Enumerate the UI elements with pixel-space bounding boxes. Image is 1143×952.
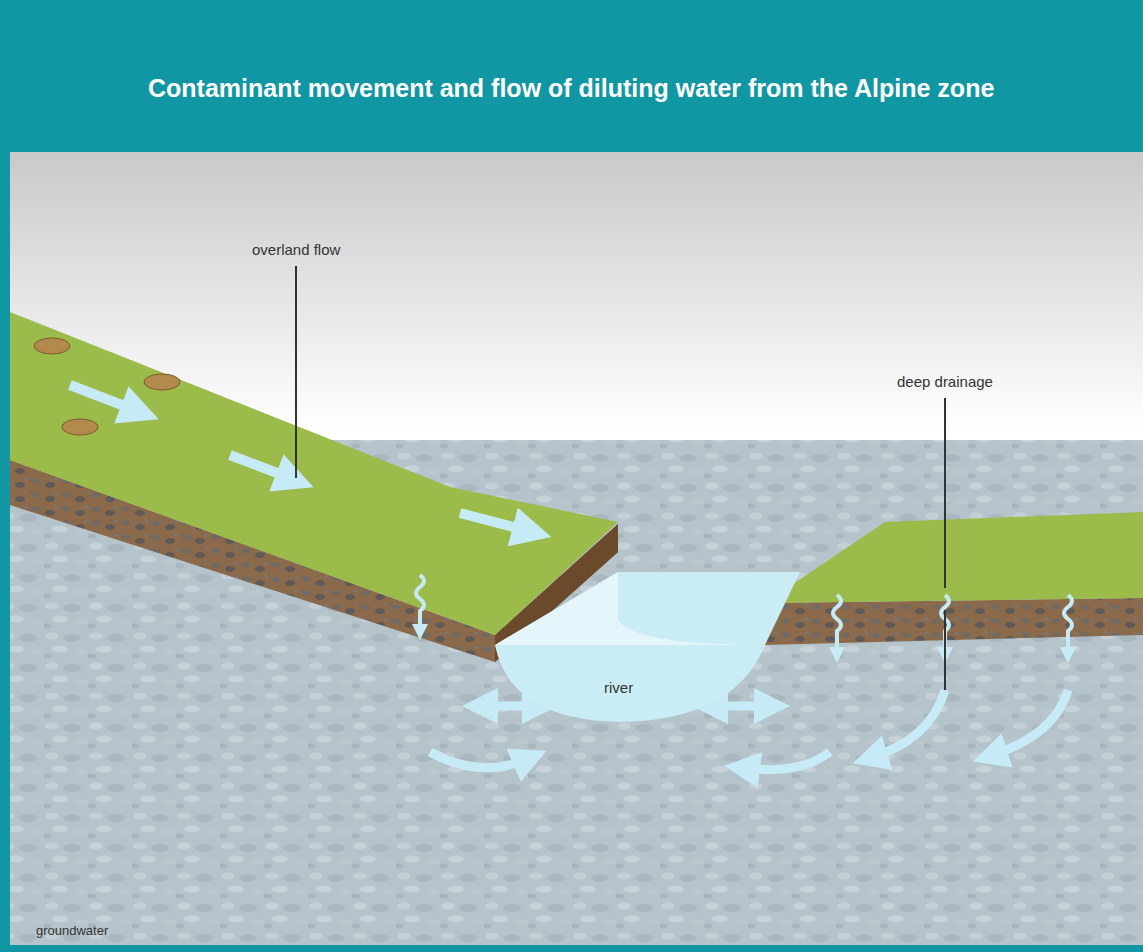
river-body: river <box>495 560 805 725</box>
zone-label: groundwater <box>36 923 108 938</box>
river-label: river <box>604 679 633 696</box>
title-text: Contaminant movement and flow of dilutin… <box>148 74 994 103</box>
callout-label: overland flow <box>252 241 340 258</box>
callout-label: deep drainage <box>897 373 993 390</box>
river-shape <box>495 560 805 725</box>
